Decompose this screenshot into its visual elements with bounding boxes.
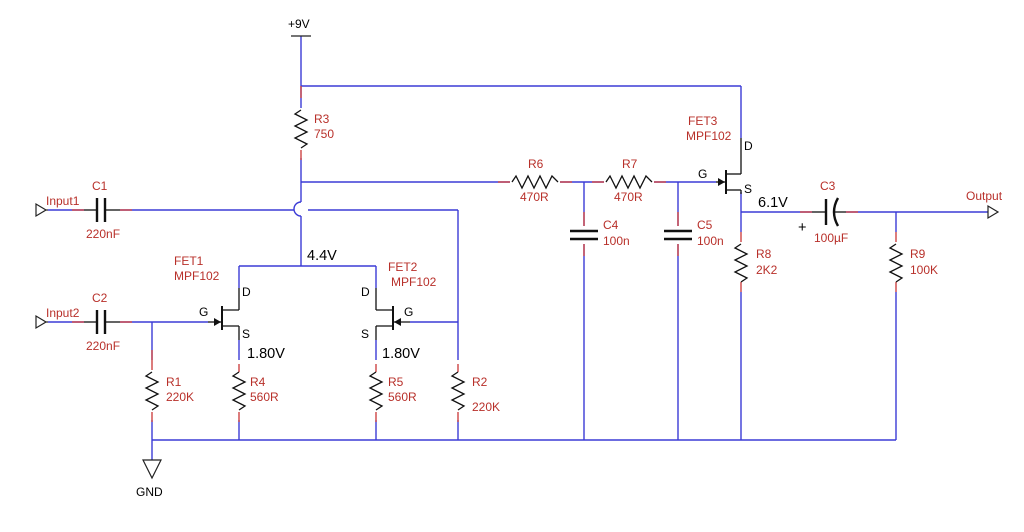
resistor-r4: R4 560R: [231, 371, 279, 411]
ground-symbol: GND: [136, 459, 163, 499]
supply-label: +9V: [288, 17, 310, 31]
c2-value: 220nF: [86, 339, 120, 353]
c3-ref: C3: [820, 179, 836, 193]
capacitor-c4: C4 100n: [570, 218, 630, 248]
resistor-r7: R7 470R: [605, 157, 653, 204]
fet2-value: MPF102: [391, 275, 437, 289]
r8-value: 2K2: [756, 263, 778, 277]
r3-value: 750: [314, 127, 334, 141]
resistor-r3: R3 750: [293, 109, 334, 149]
r9-ref: R9: [910, 247, 926, 261]
fet2: FET2 MPF102 D G S: [361, 260, 437, 341]
wires: [48, 36, 988, 460]
ground-label: GND: [136, 485, 163, 499]
r7-ref: R7: [622, 157, 638, 171]
fet1-pin-s: S: [242, 327, 250, 341]
r1-ref: R1: [166, 375, 182, 389]
fet1-ref: FET1: [174, 254, 204, 268]
r6-value: 470R: [520, 190, 549, 204]
fet2-pin-d: D: [361, 285, 370, 299]
r6-ref: R6: [528, 157, 544, 171]
fet1-pin-d: D: [242, 285, 251, 299]
port-input2: Input2: [35, 306, 80, 330]
c2-ref: C2: [92, 291, 108, 305]
r7-value: 470R: [614, 190, 643, 204]
resistor-r8: R8 2K2: [733, 243, 778, 283]
fet3-pin-s: S: [744, 182, 752, 196]
r2-ref: R2: [472, 375, 488, 389]
fet3: FET3 MPF102 D G S: [686, 114, 753, 196]
input1-label: Input1: [46, 194, 80, 208]
c3-value: 100µF: [814, 231, 848, 245]
r9-value: 100K: [910, 263, 938, 277]
fet2-ref: FET2: [388, 260, 418, 274]
c5-ref: C5: [697, 218, 713, 232]
resistor-r1: R1 220K: [144, 371, 194, 411]
c3-polarity: +: [798, 220, 806, 236]
c4-value: 100n: [603, 234, 630, 248]
voltage-fet2-source: 1.80V: [382, 346, 420, 362]
resistor-r2: R2 220K: [450, 371, 500, 414]
resistor-r6: R6 470R: [511, 157, 559, 204]
r8-ref: R8: [756, 247, 772, 261]
input2-label: Input2: [46, 306, 80, 320]
r4-value: 560R: [250, 390, 279, 404]
r3-ref: R3: [314, 112, 330, 126]
fet3-ref: FET3: [688, 114, 718, 128]
fet1-value: MPF102: [174, 269, 220, 283]
resistor-r9: R9 100K: [888, 243, 938, 283]
r5-ref: R5: [388, 375, 404, 389]
r2-value: 220K: [472, 400, 500, 414]
c1-ref: C1: [92, 179, 108, 193]
fet3-pin-d: D: [744, 139, 753, 153]
resistor-r5: R5 560R: [368, 371, 417, 411]
port-input1: Input1: [35, 194, 80, 218]
capacitor-c1: C1 220nF: [84, 179, 120, 241]
voltage-fet1-source: 1.80V: [247, 346, 285, 362]
c4-ref: C4: [603, 218, 619, 232]
port-output: Output: [966, 189, 1003, 220]
fet1-pin-g: G: [199, 305, 208, 319]
component-leads: [72, 86, 897, 422]
voltage-drain-node: 4.4V: [307, 248, 337, 264]
fet2-pin-s: S: [361, 327, 369, 341]
capacitor-c3: + C3 100µF: [798, 179, 848, 245]
c5-value: 100n: [697, 234, 724, 248]
output-label: Output: [966, 189, 1003, 203]
fet3-value: MPF102: [686, 129, 732, 143]
fet2-pin-g: G: [404, 305, 413, 319]
r4-ref: R4: [250, 375, 266, 389]
r5-value: 560R: [388, 390, 417, 404]
fet1: FET1 MPF102 D G S: [174, 254, 251, 341]
c1-value: 220nF: [86, 227, 120, 241]
capacitor-c5: C5 100n: [664, 218, 724, 248]
voltage-output-node: 6.1V: [758, 195, 788, 211]
fet3-pin-g: G: [698, 167, 707, 181]
supply-symbol: +9V: [288, 17, 311, 37]
r1-value: 220K: [166, 390, 194, 404]
capacitor-c2: C2 220nF: [84, 291, 120, 353]
